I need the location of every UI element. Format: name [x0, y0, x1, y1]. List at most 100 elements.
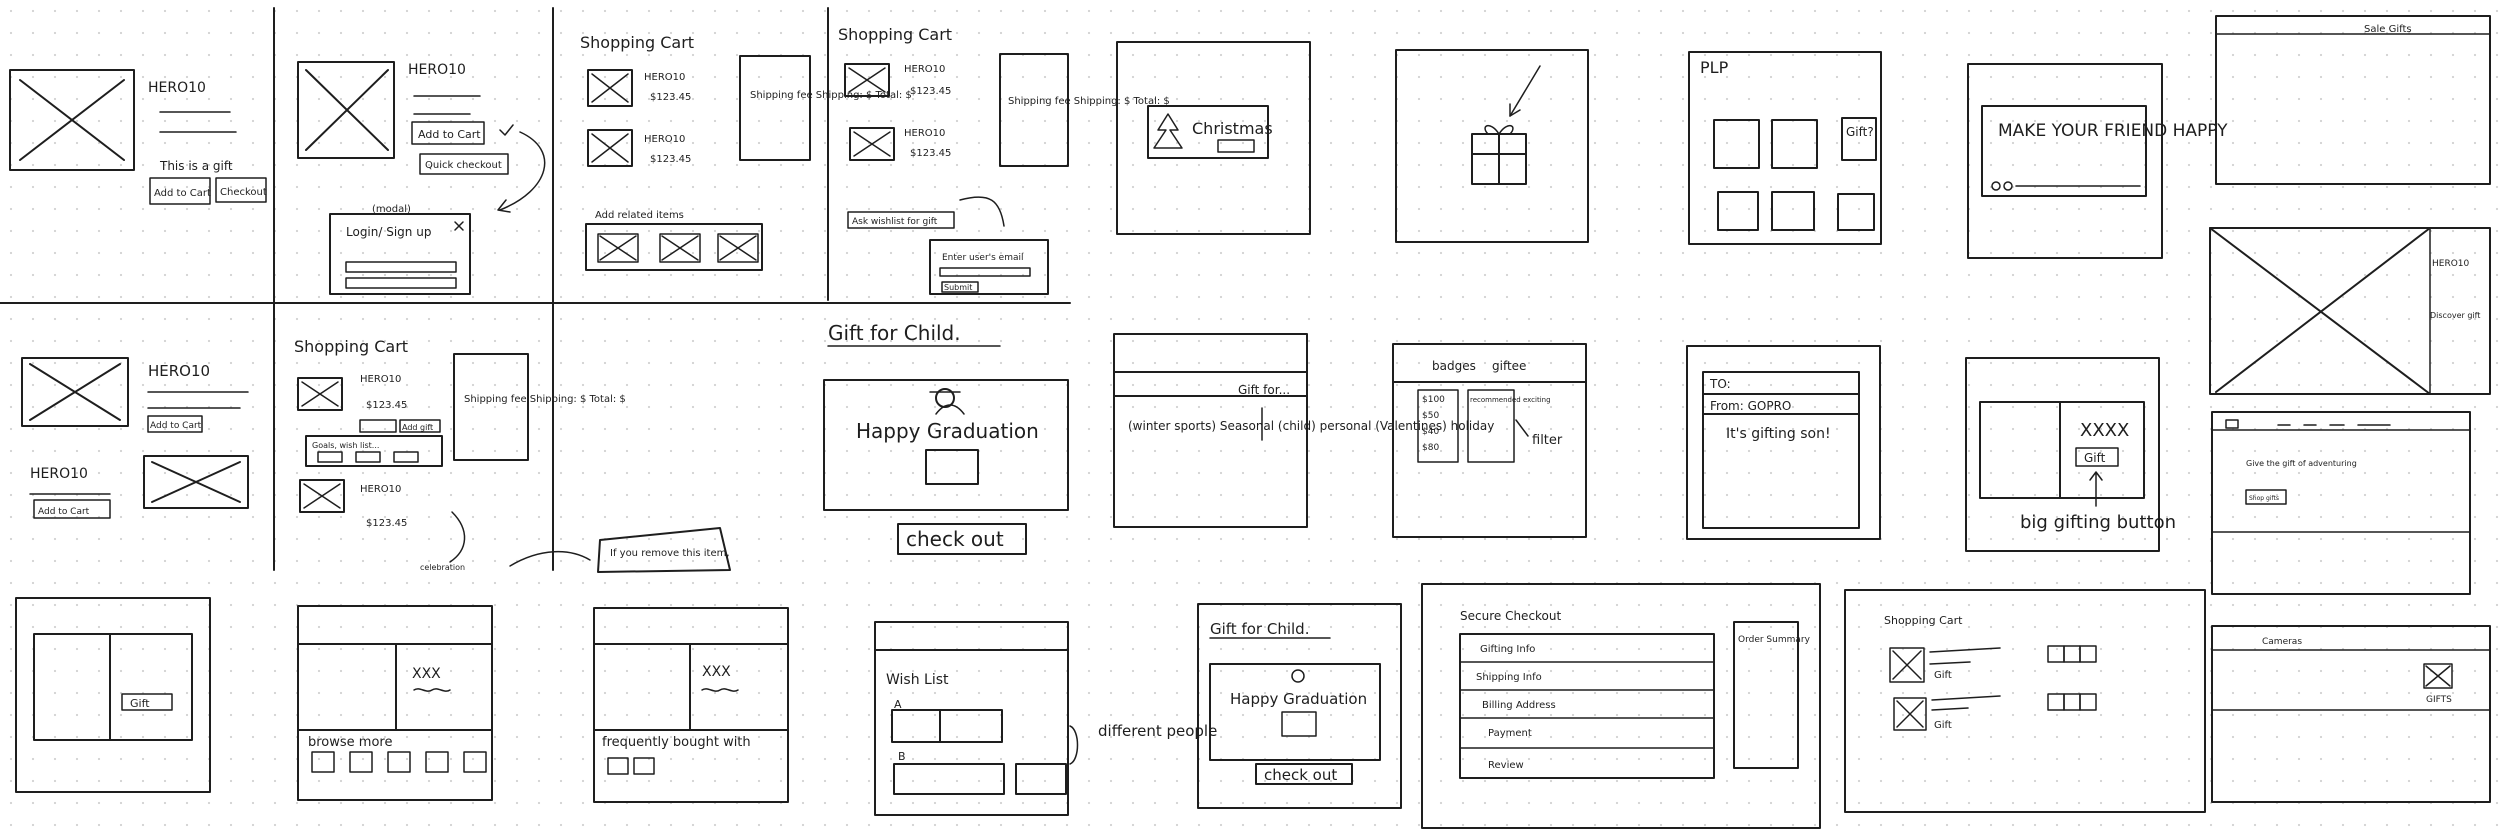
price-40: $40 [1422, 427, 1439, 437]
price-label-5: $123.45 [366, 400, 407, 411]
frame-cameras-gifts: Cameras GIFTS [2211, 625, 2491, 803]
add-to-cart-button-3[interactable]: Add to Cart [150, 421, 202, 431]
make-friend-happy-text: MAKE YOUR FRIEND HAPPY [1998, 121, 2228, 141]
frame-make-friend-happy: MAKE YOUR FRIEND HAPPY [1967, 63, 2228, 259]
add-to-cart-button-2[interactable]: Add to Cart [418, 128, 481, 141]
shopping-cart-title-2: Shopping Cart [838, 25, 952, 44]
submit-button[interactable]: Submit [944, 283, 972, 292]
xxx-label: XXX [412, 666, 441, 682]
hero-label-5: HERO10 [904, 64, 945, 75]
hero-label-11: HERO10 [2432, 259, 2470, 269]
flow-arrow-2 [959, 196, 1005, 227]
gifts-for-label: Gift for... [1238, 383, 1290, 397]
frame-christmas: Christmas [1116, 41, 1311, 235]
order-summary-label: Order Summary [1738, 635, 1811, 645]
gift-question-label: Gift? [1846, 125, 1874, 139]
step-billing-address[interactable]: Billing Address [1482, 700, 1556, 711]
sketch-shopping-cart-wishlist: Shopping Cart HERO10 $123.45 HERO10 $123… [838, 25, 1170, 295]
frame-secure-checkout: Secure Checkout Gifting Info Shipping In… [1421, 583, 1821, 829]
frame-gift-message: TO: From: GOPRO It's gifting son! [1686, 345, 1881, 540]
xxx-label-2: XXX [702, 664, 731, 680]
price-label-6: $123.45 [366, 518, 407, 529]
ask-wishlist-button[interactable]: Ask wishlist for gift [852, 217, 938, 227]
frame-shopping-cart-gift: Shopping Cart Gift Gift [1844, 589, 2206, 813]
graduate-icon [935, 388, 955, 408]
sale-gifts-label[interactable]: Sale Gifts [2364, 24, 2412, 35]
step-gifting-info[interactable]: Gifting Info [1480, 644, 1535, 655]
a-label: A [894, 698, 902, 711]
secure-checkout-title: Secure Checkout [1460, 609, 1562, 623]
sketch-pdp-frame: HERO10 This is a gift Add to Cart Checko… [9, 69, 267, 205]
checkout-button[interactable]: Checkout [220, 187, 267, 198]
happy-graduation-text-2: Happy Graduation [1230, 690, 1367, 708]
price-label-2: $123.45 [650, 154, 691, 165]
quick-checkout-button[interactable]: Quick checkout [425, 160, 502, 171]
check-out-button[interactable]: check out [906, 527, 1004, 551]
gift-checkbox-label[interactable]: Gift [1934, 670, 1952, 681]
frame-wish-list: Wish List A B different people [874, 621, 1217, 816]
hero-label-8: HERO10 [30, 466, 88, 482]
categories-label: (winter sports) Seasonal (child) persona… [1128, 419, 1494, 433]
discover-gift-label: Discover gift [2430, 311, 2480, 320]
giftee-label: giftee [1492, 359, 1526, 373]
price-100: $100 [1422, 395, 1445, 405]
sketch-pdp-quick-checkout: HERO10 Add to Cart Quick checkout (modal… [297, 61, 546, 295]
celebration-label: celebration [420, 563, 465, 572]
price-80: $80 [1422, 443, 1439, 453]
carousel-dot-2[interactable] [2003, 181, 2013, 191]
shopping-cart-title-3: Shopping Cart [294, 337, 408, 356]
to-label: TO: [1709, 377, 1731, 391]
frequently-bought-label: frequently bought with [602, 735, 751, 750]
sketch-shopping-cart-1: Shopping Cart HERO10 $123.45 HERO10 $123… [580, 33, 912, 271]
hero-label-4: HERO10 [644, 134, 685, 145]
step-payment[interactable]: Payment [1488, 728, 1532, 739]
hero-label-2: HERO10 [408, 62, 466, 78]
gift-for-child-title-2: Gift for Child. [1210, 620, 1309, 638]
step-review[interactable]: Review [1488, 760, 1524, 771]
gift-button[interactable]: Gift [2084, 451, 2106, 465]
cart-summary-2: Shipping fee Shipping: $ Total: $ [1008, 96, 1170, 107]
modal-label: (modal) [372, 204, 411, 215]
gift-button-2[interactable]: Gift [130, 697, 150, 710]
xxxx-label: XXXX [2080, 420, 2129, 441]
b-label: B [898, 750, 906, 763]
hero-label-7: HERO10 [148, 362, 210, 380]
close-icon[interactable] [454, 221, 464, 231]
check-out-button-2[interactable]: check out [1264, 766, 1337, 784]
gifts-label: GIFTS [2426, 695, 2452, 705]
frame-frequently-bought: XXX frequently bought with [593, 607, 789, 803]
cameras-label[interactable]: Cameras [2262, 637, 2302, 647]
frame-give-gift: Give the gift of adventuring Shop gifts [2211, 411, 2471, 595]
carousel-dot[interactable] [1991, 181, 2001, 191]
hero-label-3: HERO10 [644, 72, 685, 83]
frame-sale-gifts: Sale Gifts [2215, 15, 2491, 185]
sketch-remove-note: celebration If you remove this item, [420, 527, 731, 573]
from-label: From: GOPRO [1710, 399, 1791, 413]
filter-label: filter [1532, 433, 1563, 448]
price-label-3: $123.45 [910, 86, 951, 97]
different-people-label: different people [1098, 722, 1217, 740]
gifting-message: It's gifting son! [1726, 426, 1831, 442]
add-to-cart-button-4[interactable]: Add to Cart [38, 507, 90, 517]
browse-more-label: browse more [308, 735, 392, 750]
this-is-gift-label: This is a gift [159, 159, 233, 173]
hero-label-9: HERO10 [360, 374, 401, 385]
add-to-cart-button[interactable]: Add to Cart [154, 188, 211, 199]
hero-label-6: HERO10 [904, 128, 945, 139]
cart-summary-3: Shipping fee Shipping: $ Total: $ [464, 394, 626, 405]
frame-gift-for-child-2: Gift for Child. Happy Graduation check o… [1197, 603, 1402, 809]
shop-gifts-button[interactable]: Shop gifts [2249, 495, 2279, 502]
frame-big-gifting-button: XXXX Gift big gifting button [1965, 357, 2176, 552]
frame-gift-box [1395, 49, 1589, 243]
cart-summary: Shipping fee Shipping: $ Total: $ [750, 90, 912, 101]
goal-wishlist-label: Goals, wish list... [312, 441, 379, 450]
step-shipping-info[interactable]: Shipping Info [1476, 672, 1542, 683]
frame-gift-split: Gift [15, 597, 211, 793]
price-label: $123.45 [650, 92, 691, 103]
gift-for-child-title: Gift for Child. [828, 321, 961, 345]
badges-label: badges [1432, 359, 1476, 373]
gift-checkbox-label-2[interactable]: Gift [1934, 720, 1952, 731]
sketch-shopping-cart-goals: Shopping Cart HERO10 $123.45 Add gift Go… [294, 337, 626, 563]
add-gift-button[interactable]: Add gift [402, 423, 433, 432]
